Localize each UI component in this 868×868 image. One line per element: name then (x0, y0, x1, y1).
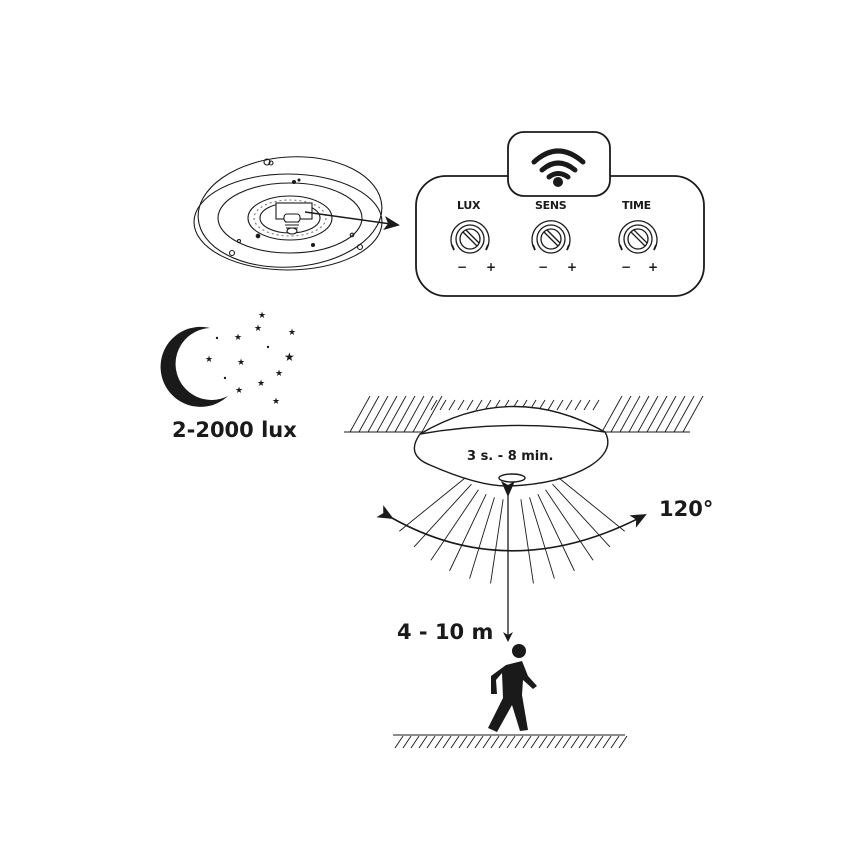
knob-label-lux: LUX (457, 199, 481, 212)
svg-text:★: ★ (205, 355, 213, 365)
detection-rays (399, 477, 625, 584)
time-range-label: 3 s. - 8 min. (467, 449, 554, 464)
svg-text:★: ★ (284, 350, 295, 364)
time-plus-label: + (648, 260, 659, 274)
lux-range-label: 2-2000 lux (172, 418, 297, 442)
sens-plus-label: + (567, 260, 578, 274)
moon-stars-icon: ★★ ★★ ★★ ★★ ★★ ★ (160, 311, 296, 407)
time-minus-label: − (621, 260, 632, 274)
lux-plus-label: + (486, 260, 497, 274)
detection-distance-label: 4 - 10 m (397, 620, 494, 644)
svg-text:★: ★ (234, 333, 242, 343)
svg-text:★: ★ (235, 386, 243, 396)
ceiling-lamp-side-view (413, 405, 609, 487)
walking-person-icon (488, 644, 537, 732)
lux-minus-label: − (457, 260, 468, 274)
svg-text:★: ★ (254, 324, 262, 334)
knob-label-sens: SENS (535, 199, 567, 212)
svg-text:★: ★ (237, 358, 245, 368)
knob-label-time: TIME (622, 199, 651, 212)
knob-sens[interactable] (531, 220, 571, 254)
detection-angle-label: 120° (659, 497, 714, 521)
svg-text:★: ★ (275, 369, 283, 379)
wifi-icon (531, 148, 586, 187)
svg-text:★: ★ (272, 397, 280, 407)
sens-minus-label: − (538, 260, 549, 274)
svg-text:★: ★ (257, 379, 265, 389)
detection-angle-arc (376, 505, 647, 552)
ceiling-lamp-top-view (193, 156, 400, 271)
svg-text:★: ★ (288, 328, 296, 338)
knob-time[interactable] (618, 220, 658, 254)
svg-text:★: ★ (258, 311, 266, 321)
knob-lux[interactable] (450, 220, 490, 254)
